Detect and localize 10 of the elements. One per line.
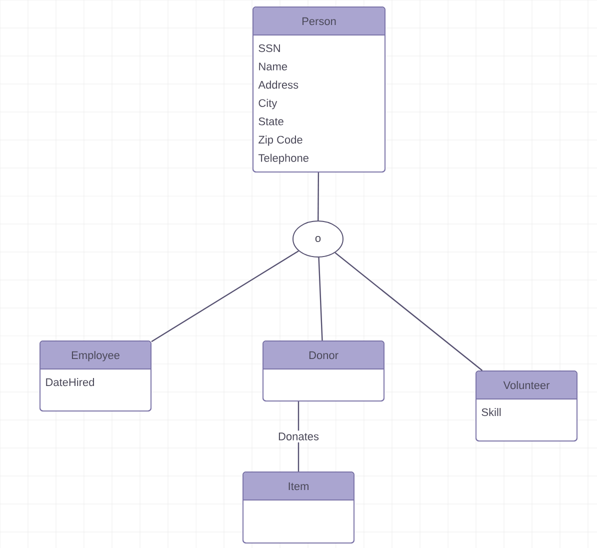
connector-line — [318, 257, 323, 341]
connector-line — [151, 250, 299, 342]
entity-box: Donor — [262, 340, 384, 402]
edge-label: Donates — [276, 430, 321, 442]
entity-box: Item — [242, 472, 354, 544]
connector-line — [334, 252, 483, 371]
entity-box: Volunteer Skill — [476, 370, 578, 442]
connector-line — [318, 172, 320, 220]
entity-box: Person SSN Name Address City State Zip Code Telephone — [252, 6, 386, 172]
entity-box: Employee DateHired — [40, 340, 152, 412]
